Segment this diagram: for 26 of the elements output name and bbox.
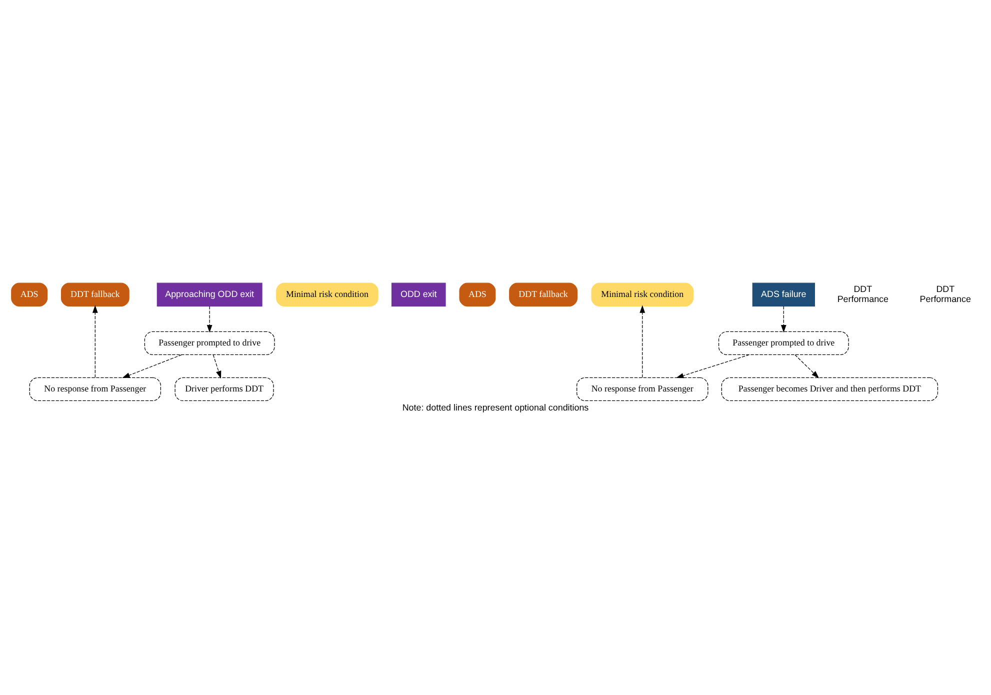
node-box: Passenger prompted to drive (718, 330, 849, 355)
arrow (212, 354, 222, 378)
node-box: DDT fallback (60, 282, 130, 306)
node-box: ADS (11, 282, 48, 306)
label: DDT Performance (837, 284, 889, 304)
node-box: Minimal risk condition (591, 282, 694, 306)
node-box: Driver performs DDT (174, 376, 274, 401)
node-box: DDT fallback (509, 282, 578, 306)
node-box: Approaching ODD exit (156, 282, 262, 306)
node-box: ADS failure (752, 282, 815, 306)
node-box: Passenger prompted to drive (144, 330, 275, 355)
arrow (640, 304, 646, 378)
arrow (794, 354, 820, 378)
arrow (676, 354, 750, 378)
arrow (122, 354, 182, 378)
arrow (780, 305, 786, 332)
node-box: Passenger becomes Driver and then performs DDT (721, 376, 938, 401)
node-box: No response from Passenger (29, 376, 161, 401)
node-box: ADS (459, 282, 496, 306)
node-box: Minimal risk condition (276, 282, 378, 306)
caption: Note: dotted lines represent optional conditions (402, 402, 589, 412)
arrow (206, 305, 212, 332)
label: DDT Performance (920, 284, 971, 304)
node-box: ODD exit (391, 282, 446, 306)
node-box: No response from Passenger (576, 376, 708, 401)
arrow (92, 304, 98, 378)
